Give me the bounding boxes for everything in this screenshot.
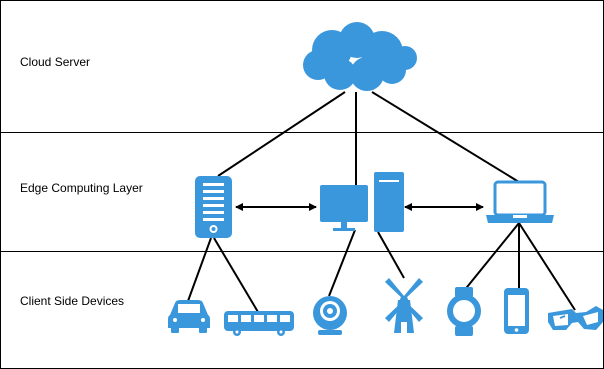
link-server-bus	[213, 237, 259, 313]
server-tower-icon	[195, 176, 232, 238]
bus-icon	[224, 311, 294, 336]
connections	[183, 91, 576, 313]
laptop-icon	[486, 180, 554, 223]
webcam-icon	[313, 296, 347, 335]
link-desktop-windmill	[377, 231, 405, 279]
smartwatch-icon	[447, 287, 481, 336]
link-laptop-glasses	[518, 222, 576, 311]
desktop-computer-icon	[320, 172, 404, 232]
windmill-icon	[385, 278, 423, 333]
link-laptop-smartwatch	[462, 222, 520, 293]
cloud-icon	[303, 22, 417, 91]
smartphone-icon	[504, 288, 529, 334]
layer-label-client: Client Side Devices	[20, 294, 125, 308]
link-server-car	[183, 237, 212, 313]
layer-label-edge: Edge Computing Layer	[20, 181, 143, 195]
layer-label-cloud: Cloud Server	[20, 55, 91, 69]
link-cloud-laptop	[371, 91, 520, 183]
car-icon	[168, 300, 210, 333]
link-desktop-webcam	[328, 229, 356, 297]
link-cloud-server	[217, 91, 346, 177]
smart-glasses-icon	[548, 306, 603, 330]
